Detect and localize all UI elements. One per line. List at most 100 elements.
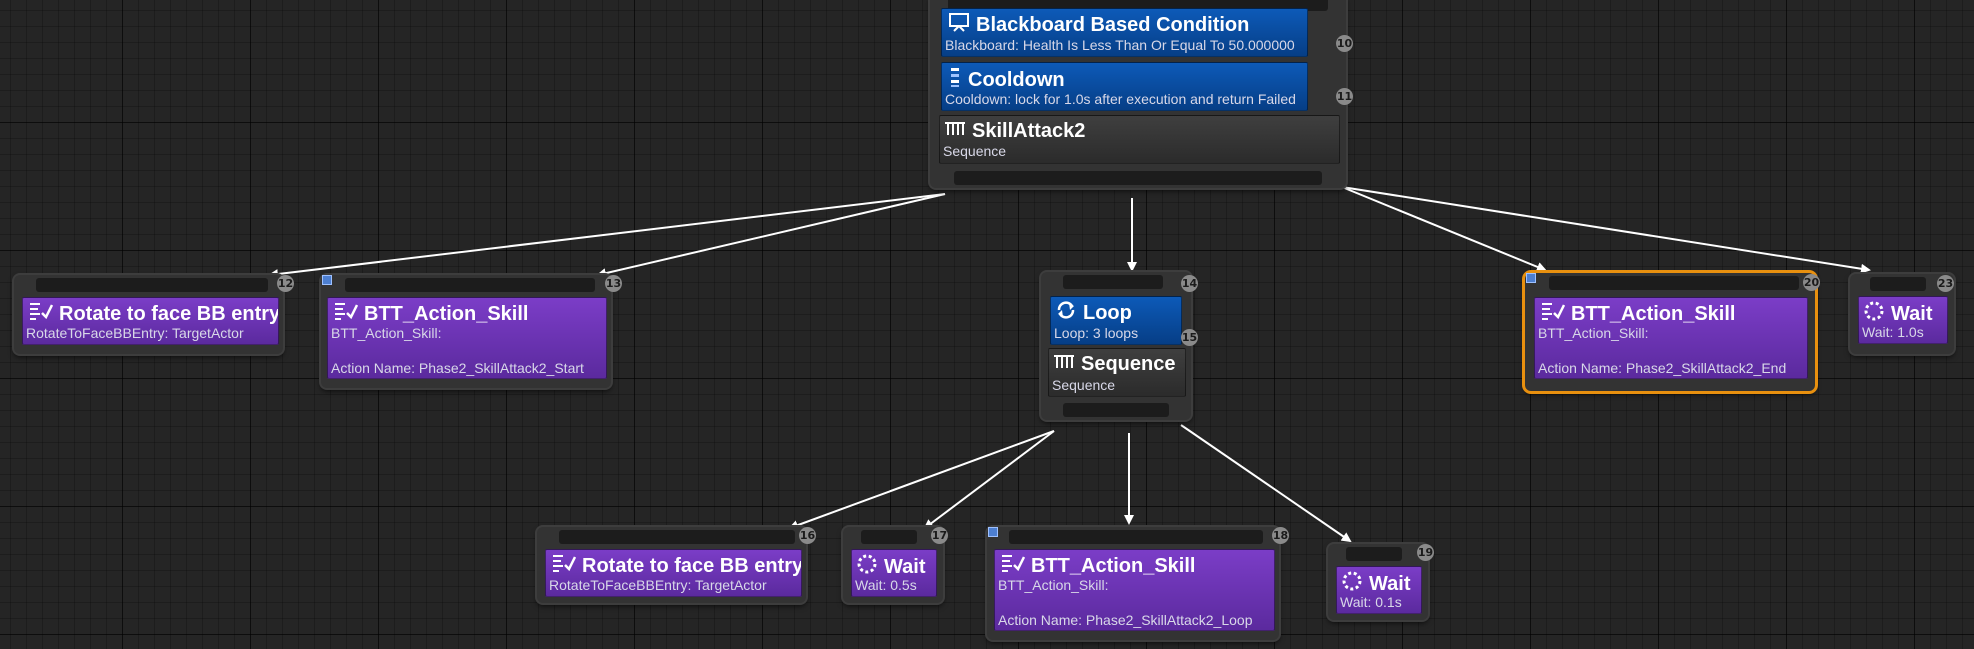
wait-icon	[856, 553, 878, 581]
decorator-description: Blackboard: Health Is Less Than Or Equal…	[945, 37, 1295, 53]
input-pin[interactable]	[948, 0, 1328, 11]
wire-to-wait-c	[1180, 424, 1352, 543]
output-pin[interactable]	[954, 171, 1322, 185]
composite-description: Sequence	[1052, 377, 1116, 393]
sequence-icon	[944, 119, 966, 143]
wait-icon	[1863, 300, 1885, 328]
cooldown-decorator[interactable]: Cooldown Cooldown: lock for 1.0s after e…	[941, 62, 1308, 111]
task-icon	[334, 301, 359, 327]
task-icon	[552, 553, 577, 579]
loop-sequence-node[interactable]: 14 Loop Loop: 3 loops 15 Sequence Sequen…	[1041, 272, 1198, 420]
input-pin[interactable]	[1009, 530, 1263, 544]
rotate-to-face-node[interactable]: Rotate to face BB entry RotateToFaceBBEn…	[14, 275, 294, 354]
task-icon	[1001, 553, 1026, 579]
cooldown-icon	[948, 66, 962, 94]
input-pin[interactable]	[36, 278, 268, 292]
blackboard-condition-decorator[interactable]: Blackboard Based Condition Blackboard: H…	[941, 8, 1308, 57]
execution-index: 23	[1937, 275, 1954, 292]
task-icon	[1541, 301, 1566, 327]
task-action-name: Action Name: Phase2_SkillAttack2_Loop	[998, 612, 1253, 628]
task-action-name: Action Name: Phase2_SkillAttack2_End	[1538, 360, 1787, 376]
composite-title: Sequence	[1081, 352, 1176, 375]
output-pin[interactable]	[1063, 403, 1169, 417]
task-description: Wait: 0.5s	[855, 577, 917, 593]
execution-index: 15	[1181, 329, 1198, 346]
execution-index: 13	[605, 275, 622, 292]
rotate-to-face-task[interactable]: Rotate to face BB entry RotateToFaceBBEn…	[545, 549, 802, 597]
composite-description: Sequence	[943, 143, 1007, 159]
btt-action-skill-end-node[interactable]: BTT_Action_Skill BTT_Action_Skill: Actio…	[1525, 273, 1820, 391]
breakpoint-marker-icon[interactable]	[1526, 273, 1536, 283]
input-pin[interactable]	[1870, 277, 1926, 291]
wire-to-rotate-a	[268, 193, 946, 280]
wait-task[interactable]: Wait Wait: 0.5s	[851, 549, 937, 597]
wait-task[interactable]: Wait Wait: 1.0s	[1858, 296, 1948, 344]
composite-title: SkillAttack2	[972, 119, 1086, 142]
execution-index: 12	[277, 275, 294, 292]
input-pin[interactable]	[1549, 276, 1799, 290]
execution-index: 19	[1417, 544, 1434, 561]
loop-icon	[1055, 300, 1077, 326]
task-description: RotateToFaceBBEntry: TargetActor	[549, 577, 767, 593]
task-title: Wait	[884, 555, 926, 578]
task-description: RotateToFaceBBEntry: TargetActor	[26, 325, 244, 341]
decorator-title: Loop	[1083, 301, 1132, 324]
sequence-composite[interactable]: SkillAttack2 Sequence	[939, 115, 1340, 164]
task-title: Wait	[1369, 572, 1411, 595]
btt-action-skill-loop-node[interactable]: BTT_Action_Skill BTT_Action_Skill: Actio…	[987, 527, 1289, 640]
decorator-description: Loop: 3 loops	[1054, 325, 1139, 341]
breakpoint-marker-icon[interactable]	[322, 275, 332, 285]
btt-action-skill-task[interactable]: BTT_Action_Skill BTT_Action_Skill: Actio…	[1534, 297, 1808, 379]
skillattack2-sequence-node[interactable]: Blackboard Based Condition Blackboard: H…	[930, 0, 1353, 188]
sequence-icon	[1053, 352, 1075, 376]
task-title: Wait	[1891, 302, 1933, 325]
task-title: BTT_Action_Skill	[1031, 554, 1196, 577]
rotate-to-face-node[interactable]: Rotate to face BB entry RotateToFaceBBEn…	[537, 527, 816, 603]
decorator-title: Blackboard Based Condition	[976, 13, 1250, 36]
wait-node[interactable]: Wait Wait: 0.1s 19	[1328, 544, 1434, 620]
wait-icon	[1341, 570, 1363, 598]
input-pin[interactable]	[345, 278, 595, 292]
wire-to-skill-start	[596, 193, 946, 279]
wire-to-wait-a	[1341, 186, 1871, 274]
blackboard-icon	[948, 12, 970, 38]
rotate-to-face-task[interactable]: Rotate to face BB entry RotateToFaceBBEn…	[22, 297, 279, 345]
loop-decorator[interactable]: Loop Loop: 3 loops	[1050, 296, 1182, 345]
wire-to-skill-end	[1341, 186, 1547, 272]
task-description: BTT_Action_Skill:	[331, 325, 442, 341]
decorator-title: Cooldown	[968, 68, 1065, 91]
execution-index: 20	[1803, 274, 1820, 291]
task-description: Wait: 1.0s	[1862, 324, 1924, 340]
btt-action-skill-task[interactable]: BTT_Action_Skill BTT_Action_Skill: Actio…	[994, 549, 1275, 631]
breakpoint-marker-icon[interactable]	[988, 527, 998, 537]
task-description: BTT_Action_Skill:	[998, 577, 1109, 593]
task-description: BTT_Action_Skill:	[1538, 325, 1649, 341]
decorator-description: Cooldown: lock for 1.0s after execution …	[945, 91, 1296, 107]
task-action-name: Action Name: Phase2_SkillAttack2_Start	[331, 360, 584, 376]
wait-node[interactable]: Wait Wait: 0.5s 17	[843, 527, 948, 603]
execution-index: 18	[1272, 527, 1289, 544]
execution-index: 17	[931, 527, 948, 544]
task-icon	[29, 301, 54, 327]
wait-node[interactable]: Wait Wait: 1.0s 23	[1850, 274, 1954, 354]
execution-index: 14	[1181, 275, 1198, 292]
task-title: BTT_Action_Skill	[1571, 302, 1736, 325]
task-title: BTT_Action_Skill	[364, 302, 529, 325]
input-pin[interactable]	[559, 530, 795, 544]
task-title: Rotate to face BB entry	[582, 554, 802, 577]
btt-action-skill-task[interactable]: BTT_Action_Skill BTT_Action_Skill: Actio…	[327, 297, 607, 379]
input-pin[interactable]	[1346, 547, 1402, 561]
task-title: Rotate to face BB entry	[59, 302, 279, 325]
wire-to-wait-b	[923, 430, 1055, 530]
execution-index: 16	[799, 527, 816, 544]
execution-index: 11	[1336, 88, 1353, 105]
wire-to-rotate-b	[788, 430, 1055, 530]
btt-action-skill-start-node[interactable]: BTT_Action_Skill BTT_Action_Skill: Actio…	[321, 275, 622, 388]
input-pin[interactable]	[1063, 275, 1163, 289]
wait-task[interactable]: Wait Wait: 0.1s	[1336, 566, 1422, 614]
execution-index: 10	[1336, 35, 1353, 52]
task-description: Wait: 0.1s	[1340, 594, 1402, 610]
sequence-composite[interactable]: Sequence Sequence	[1048, 348, 1186, 397]
input-pin[interactable]	[861, 530, 917, 544]
